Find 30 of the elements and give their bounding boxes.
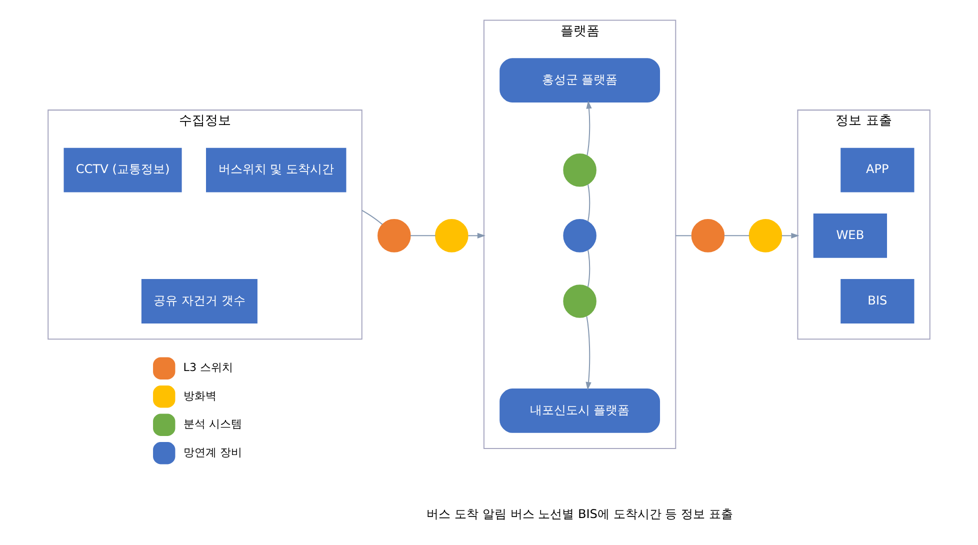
label: 버스 도착 알림 버스 노선별 BIS에 도착시간 등 정보 표출 [426, 506, 733, 521]
node-box: APP [840, 148, 914, 192]
connector [724, 235, 750, 236]
legend-label: 방화벽 [183, 389, 216, 402]
legend-label: L3 스위치 [183, 361, 234, 374]
node-box: 버스위치 및 도착시간 [206, 148, 346, 192]
node-circle [563, 153, 596, 187]
node-box: BIS [840, 279, 914, 324]
arrow [586, 316, 592, 390]
arrow [782, 232, 800, 238]
arrow [586, 100, 592, 156]
connector [587, 184, 590, 222]
connector [676, 235, 692, 236]
node-circle [378, 219, 411, 252]
node-box: CCTV (교통정보) [64, 148, 182, 192]
node-box: 내포신도시 플랫폼 [500, 388, 660, 433]
node-circle [748, 219, 782, 252]
node-circle [563, 219, 596, 252]
arrow [468, 232, 486, 238]
node-circle [435, 219, 468, 252]
connector [587, 250, 590, 288]
node-box: 공유 자건거 갯수 [141, 279, 258, 324]
node-circle [563, 284, 596, 318]
node-box: WEB [813, 213, 888, 258]
connector [362, 210, 383, 225]
legend-label: 망연계 장비 [183, 446, 242, 459]
node-circle [691, 219, 725, 252]
legend-label: 분석 시스템 [183, 418, 242, 431]
node-box: 홍성군 플랫폼 [500, 58, 660, 102]
connector [410, 235, 436, 236]
